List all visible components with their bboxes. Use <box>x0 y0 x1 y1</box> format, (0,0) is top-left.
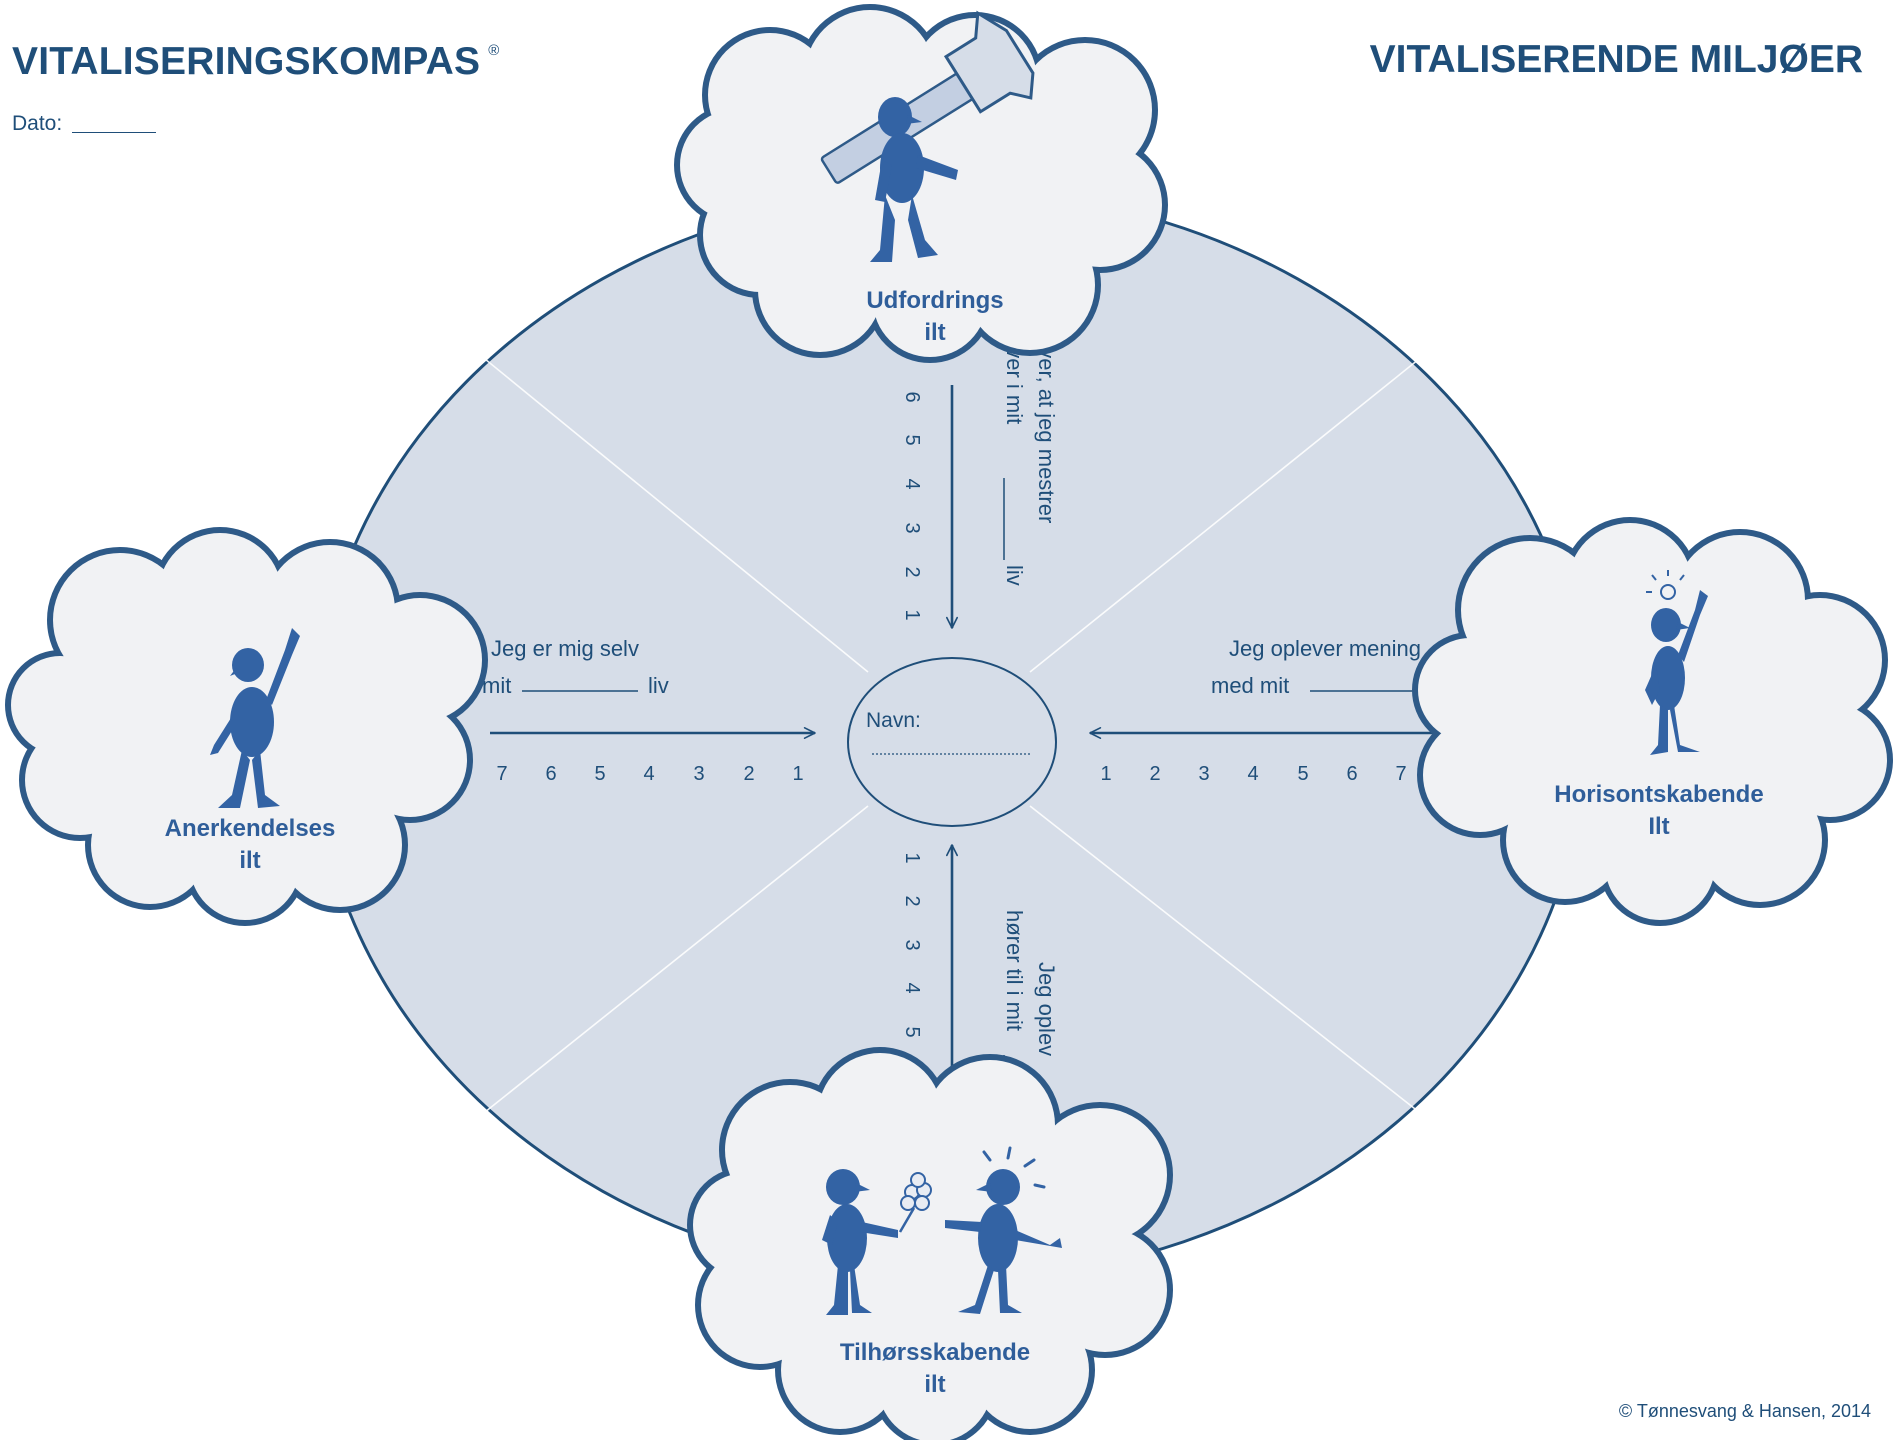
scale-number: 5 <box>901 1026 923 1037</box>
cloud-label-line2: ilt <box>239 847 260 874</box>
cloud-label-line2: Ilt <box>1648 813 1669 840</box>
scale-number: 1 <box>901 852 923 863</box>
hammer-person-icon <box>820 10 1035 262</box>
question-text-line2: hører til i mit <box>1002 910 1027 1031</box>
two-persons-flower-icon <box>822 1146 1062 1315</box>
scale-number: 4 <box>643 763 654 785</box>
scale-arrows <box>490 385 1435 1075</box>
cloud-tilhoersskabende: Tilhørsskabende ilt <box>687 1047 1173 1440</box>
right-scale-question: Jeg oplever mening med mit <box>1211 636 1421 698</box>
scale-number: 4 <box>901 982 923 993</box>
scale-number: 1 <box>792 763 803 785</box>
cloud-horisontskabende: Horisontskabende Ilt <box>1412 517 1893 926</box>
scale-number: 2 <box>743 763 754 785</box>
scale-number: 1 <box>901 609 923 620</box>
right-scale-numbers: 1 2 3 4 5 6 7 <box>1100 763 1406 785</box>
idea-person-icon <box>1645 570 1708 755</box>
date-blank-line[interactable] <box>72 132 157 133</box>
bottom-scale-numbers: 1 2 3 4 5 <box>901 852 923 1037</box>
scale-number: 3 <box>693 763 704 785</box>
copyright-notice: © Tønnesvang & Hansen, 2014 <box>1618 1401 1871 1421</box>
scale-number: 5 <box>594 763 605 785</box>
cloud-label-line1: Anerkendelses <box>165 815 336 842</box>
date-field: Dato: <box>12 112 157 136</box>
scale-number: 3 <box>901 939 923 950</box>
scale-number: 3 <box>1198 763 1209 785</box>
scale-number: 2 <box>901 895 923 906</box>
scale-number: 6 <box>901 391 923 402</box>
left-scale-numbers: 7 6 5 4 3 2 1 <box>496 763 803 785</box>
question-text-line1: Jeg oplev <box>1034 962 1059 1056</box>
top-scale-numbers: 6 5 4 3 2 1 <box>901 391 923 620</box>
cloud-label-line1: Tilhørsskabende <box>840 1339 1030 1366</box>
name-label: Navn: <box>866 709 921 732</box>
waving-person-icon <box>210 628 300 808</box>
name-circle[interactable]: Navn: <box>847 657 1057 827</box>
page-subtitle: VITALISERENDE MILJØER <box>1369 38 1863 81</box>
scale-number: 6 <box>1346 763 1357 785</box>
scale-number: 7 <box>496 763 507 785</box>
question-text-line1: Jeg oplever mening <box>1229 636 1421 661</box>
cloud-label-line1: Udfordrings <box>866 287 1003 314</box>
scale-number: 7 <box>1395 763 1406 785</box>
title-text: VITALISERINGSKOMPAS <box>12 40 481 83</box>
question-text-line1: Jeg er mig selv <box>491 636 639 661</box>
registered-mark: ® <box>488 42 500 59</box>
left-scale-question: Jeg er mig selv mit liv <box>482 636 669 698</box>
diagonal-dividers <box>424 309 1481 1161</box>
scale-number: 4 <box>1247 763 1258 785</box>
question-text-line1: ever, at jeg mestrer <box>1034 335 1059 523</box>
scale-number: 2 <box>1149 763 1160 785</box>
scale-number: 3 <box>901 522 923 533</box>
question-text-end: liv <box>1002 565 1027 586</box>
date-label: Dato: <box>12 112 63 135</box>
question-text-line2: med mit <box>1211 673 1289 698</box>
question-text-end: liv <box>648 673 669 698</box>
scale-number: 6 <box>545 763 556 785</box>
scale-number: 5 <box>1297 763 1308 785</box>
cloud-anerkendelses: Anerkendelses ilt <box>5 527 488 926</box>
scale-number: 5 <box>901 434 923 445</box>
page-title: VITALISERINGSKOMPAS ® <box>12 40 500 84</box>
scale-number: 4 <box>901 478 923 489</box>
cloud-label-line2: ilt <box>924 1371 945 1398</box>
scale-number: 2 <box>901 566 923 577</box>
cloud-udfordrings: Udfordrings ilt <box>674 4 1168 363</box>
cloud-label-line1: Horisontskabende <box>1554 781 1763 808</box>
cloud-label-line2: ilt <box>924 319 945 346</box>
scale-number: 1 <box>1100 763 1111 785</box>
question-text-line2: mit <box>482 673 511 698</box>
